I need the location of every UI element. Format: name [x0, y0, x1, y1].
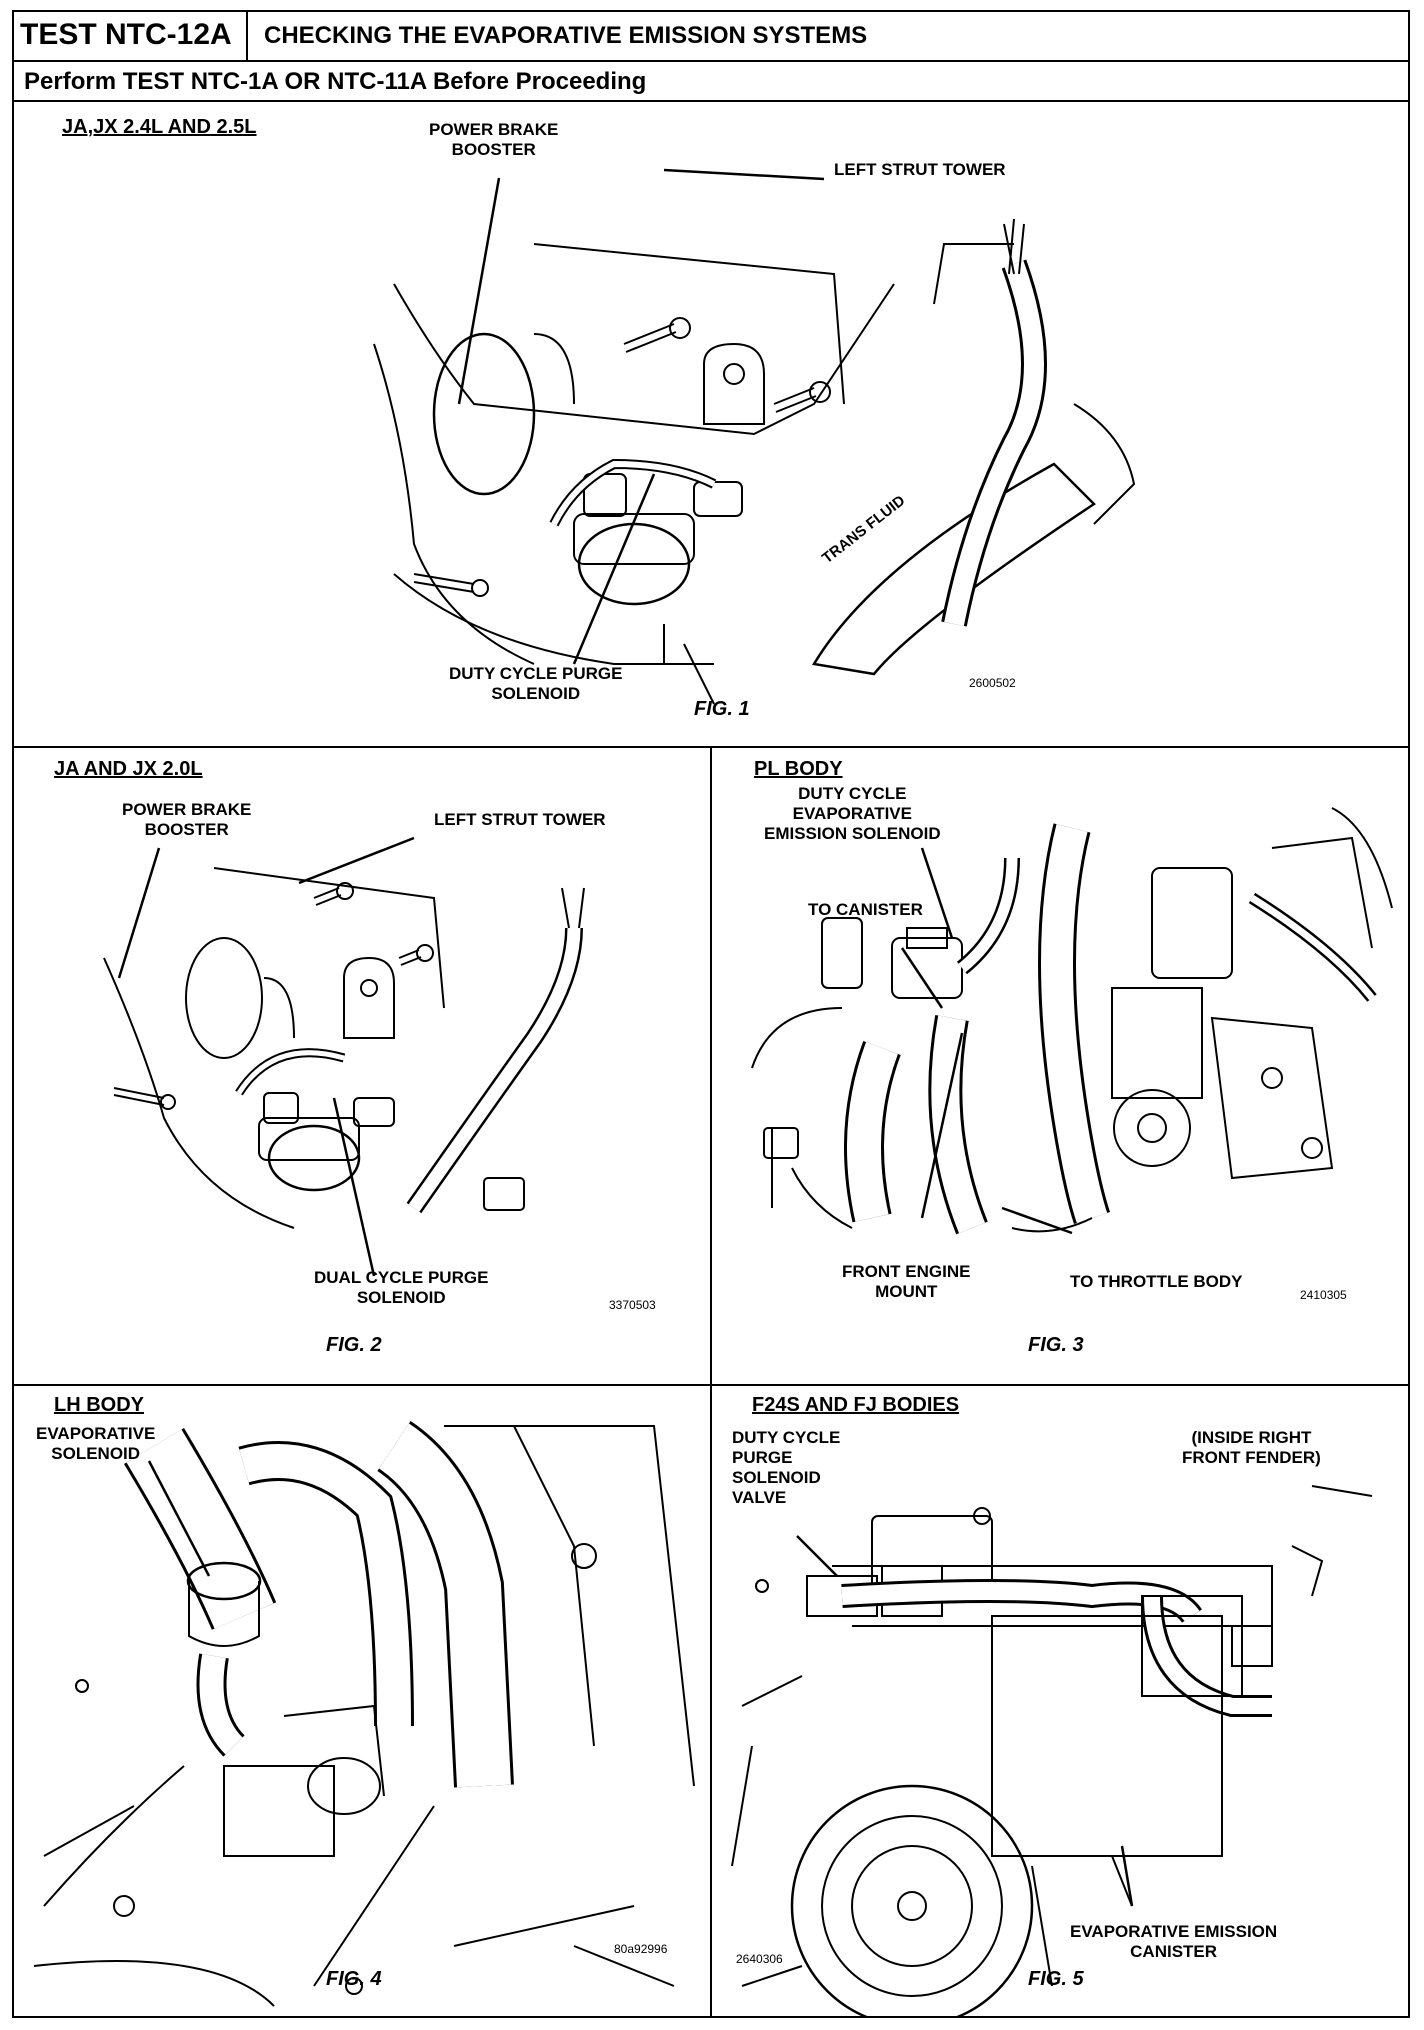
- test-header: TEST NTC-12A CHECKING THE EVAPORATIVE EM…: [12, 10, 1410, 62]
- figure-3-illustration: [751, 807, 1393, 1235]
- figure-4-panel: LH BODY EVAPORAT: [14, 1386, 710, 2016]
- figure-1-title: JA,JX 2.4L AND 2.5L: [62, 116, 257, 138]
- test-prerequisite: Perform TEST NTC-1A OR NTC-11A Before Pr…: [12, 62, 1410, 102]
- figure-4-caption: FIG. 4: [326, 1968, 382, 1990]
- figure-5-caption: FIG. 5: [1028, 1968, 1084, 1990]
- divider-col: [710, 746, 712, 2018]
- figure-3-panel: PL BODY: [712, 748, 1410, 1384]
- figure-1-code: 2600502: [969, 676, 1016, 690]
- figure-3-caption: FIG. 3: [1028, 1334, 1084, 1356]
- figure-5-code: 2640306: [736, 1952, 783, 1966]
- figure-2-title: JA AND JX 2.0L: [54, 758, 203, 780]
- figure-1-panel: JA,JX 2.4L AND 2.5L: [14, 104, 1408, 746]
- figure-2-label-strut: LEFT STRUT TOWER: [434, 810, 606, 829]
- figure-2-panel: JA AND JX 2.0L: [14, 748, 710, 1384]
- figure-3-label-throttle: TO THROTTLE BODY: [1070, 1272, 1243, 1291]
- figure-5-illustration: [731, 1485, 1373, 2016]
- figure-2-code: 3370503: [609, 1298, 656, 1312]
- figure-5-title: F24S AND FJ BODIES: [752, 1394, 960, 1416]
- test-title: CHECKING THE EVAPORATIVE EMISSION SYSTEM…: [264, 22, 868, 49]
- test-id: TEST NTC-12A: [12, 10, 248, 60]
- figure-2-illustration: [103, 836, 585, 1277]
- figure-4-code: 80a92996: [614, 1942, 668, 1956]
- figure-3-code: 2410305: [1300, 1288, 1347, 1302]
- figure-1-caption: FIG. 1: [694, 698, 750, 720]
- figure-2-caption: FIG. 2: [326, 1334, 382, 1356]
- figure-1-illustration: [373, 168, 1136, 705]
- figure-3-title: PL BODY: [754, 758, 843, 780]
- figure-4-illustration: [33, 1421, 695, 2007]
- figure-3-label-canister: TO CANISTER: [808, 900, 923, 919]
- figure-5-panel: F24S AND FJ BODIES: [712, 1386, 1410, 2016]
- figure-1-label-strut: LEFT STRUT TOWER: [834, 160, 1006, 179]
- figure-4-title: LH BODY: [54, 1394, 144, 1416]
